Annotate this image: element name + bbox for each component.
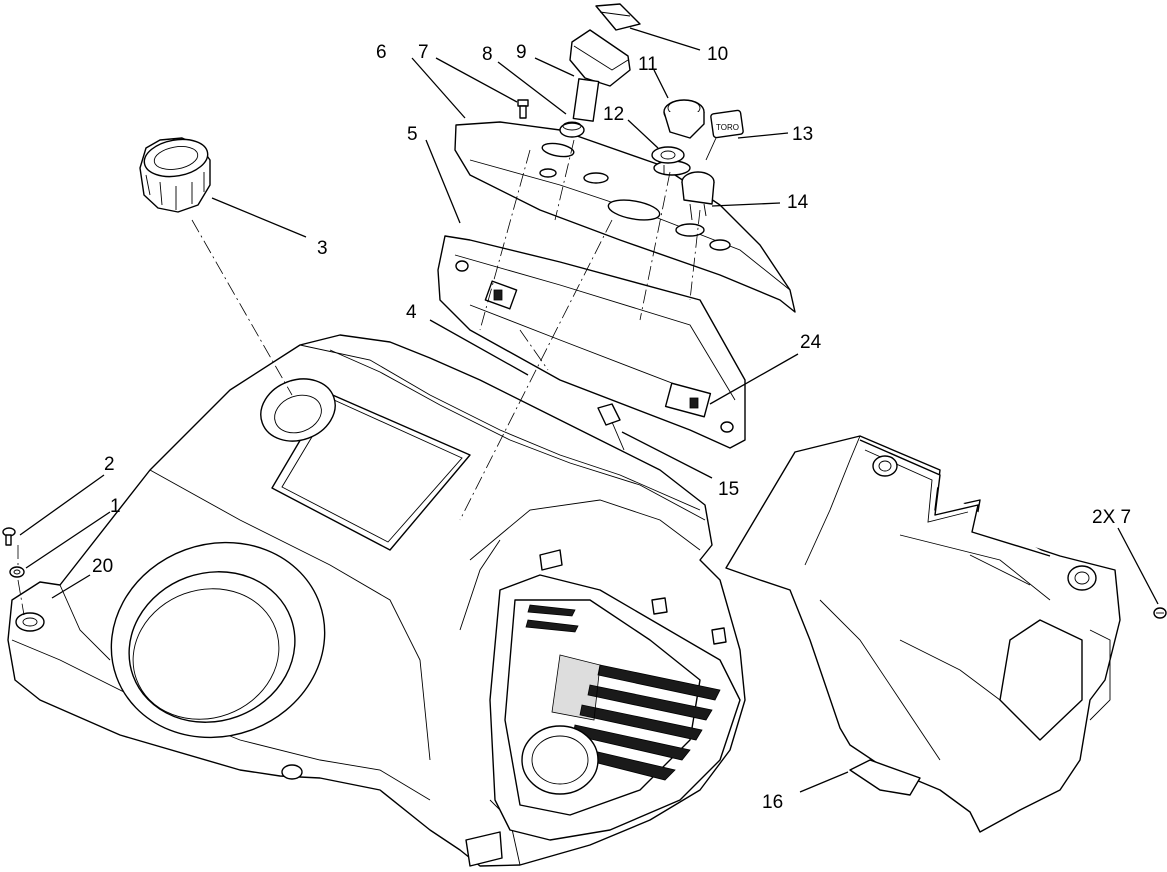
callout-20: 20 <box>92 556 113 577</box>
callout-9: 9 <box>516 42 527 63</box>
callout-24: 24 <box>800 332 822 353</box>
callout-2: 2 <box>104 454 115 475</box>
callout-3: 3 <box>317 238 328 259</box>
callout-7: 7 <box>418 42 429 63</box>
alignment-lines <box>17 139 701 616</box>
callout-5: 5 <box>407 124 418 145</box>
connector-item-15 <box>597 403 625 451</box>
callout-12: 12 <box>603 104 624 125</box>
callout-labels: 6 7 8 9 10 11 12 13 14 5 4 3 24 15 2X 7 … <box>92 42 1131 813</box>
screw-item-7 <box>517 99 529 119</box>
callout-13: 13 <box>792 124 813 145</box>
side-cover-item-16 <box>725 435 1121 833</box>
ignition-switch-item-14 <box>681 171 715 221</box>
screw-item-2x7 <box>1153 607 1167 619</box>
callout-4: 4 <box>406 302 417 323</box>
callout-1: 1 <box>110 496 121 517</box>
control-panel-base <box>437 235 746 449</box>
grommet-item-8 <box>559 121 585 138</box>
callout-14: 14 <box>787 192 809 213</box>
fuel-cap <box>139 137 211 213</box>
callout-10: 10 <box>707 44 728 65</box>
leader-lines <box>19 27 1159 793</box>
screw-item-2 <box>2 527 16 546</box>
key-label: TORO <box>716 123 739 132</box>
nut-item-12 <box>651 146 685 175</box>
main-shroud <box>7 334 746 867</box>
key-item-13: TORO <box>705 109 744 161</box>
washer-item-1 <box>9 566 25 578</box>
callout-11: 11 <box>638 54 658 75</box>
callout-8: 8 <box>482 44 493 65</box>
choke-knob <box>569 3 641 122</box>
callout-15: 15 <box>718 479 739 500</box>
primer-item-11 <box>663 99 705 139</box>
callout-6: 6 <box>376 42 387 63</box>
control-panel-cover <box>454 121 796 313</box>
callout-16: 16 <box>762 792 783 813</box>
callout-2x7: 2X 7 <box>1092 507 1131 528</box>
